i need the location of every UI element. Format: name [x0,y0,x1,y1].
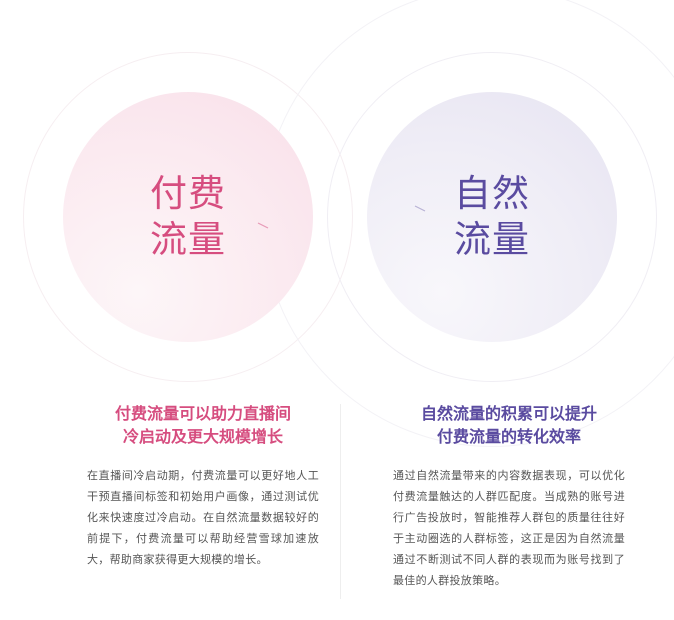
organic-traffic-heading: 自然流量的积累可以提升 付费流量的转化效率 [393,402,625,448]
paid-traffic-node: 付费 流量 [63,92,313,342]
paid-traffic-title-line2: 流量 [150,218,226,261]
bidirectional-arrow-icon [257,205,426,229]
paid-traffic-title-line1: 付费 [150,172,226,215]
organic-traffic-description: 自然流量的积累可以提升 付费流量的转化效率 通过自然流量带来的内容数据表现，可以… [393,402,625,591]
organic-traffic-heading-line1: 自然流量的积累可以提升 [420,404,597,423]
organic-traffic-body: 通过自然流量带来的内容数据表现，可以优化付费流量触达的人群匹配度。当成熟的账号进… [393,469,625,587]
paid-traffic-heading: 付费流量可以助力直播间 冷启动及更大规模增长 [87,402,319,448]
organic-traffic-title-line1: 自然 [454,172,530,215]
paid-traffic-body: 在直播间冷启动期，付费流量可以更好地人工干预直播间标签和初始用户画像，通过测试优… [87,469,319,566]
organic-traffic-node: 自然 流量 [367,92,617,342]
organic-traffic-heading-line2: 付费流量的转化效率 [436,427,581,446]
paid-traffic-description: 付费流量可以助力直播间 冷启动及更大规模增长 在直播间冷启动期，付费流量可以更好… [87,402,319,570]
organic-traffic-title-line2: 流量 [454,218,530,261]
paid-traffic-heading-line1: 付费流量可以助力直播间 [114,404,291,423]
column-divider [340,404,341,599]
paid-traffic-heading-line2: 冷启动及更大规模增长 [122,427,283,446]
